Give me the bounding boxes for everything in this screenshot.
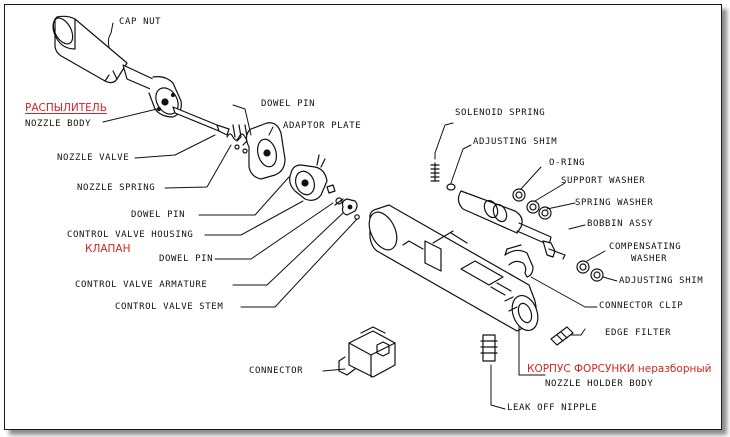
cap-nut-label: CAP NUT (119, 17, 162, 27)
control-valve-armature-label: CONTROL VALVE ARMATURE (75, 280, 208, 290)
adaptor-plate-label: ADAPTOR PLATE (283, 121, 362, 131)
connector-part (338, 326, 396, 378)
adjusting-shim-2-label: ADJUSTING SHIM (619, 276, 704, 286)
control-valve-stem-label: CONTROL VALVE STEM (115, 302, 224, 312)
adjusting-shim-part (446, 183, 456, 191)
spring-washer-part (538, 206, 552, 220)
edge-filter-part (550, 326, 574, 346)
bobbin-assy-label: BOBBIN ASSY (587, 219, 654, 229)
nozzle-holder-body-label: NOZZLE HOLDER BODY (545, 379, 654, 389)
nozzle-valve-part (172, 106, 230, 136)
o-ring-label: O-RING (549, 158, 586, 168)
connector-label: CONNECTOR (249, 366, 304, 376)
control-valve-housing-label: CONTROL VALVE HOUSING (67, 230, 194, 240)
nozzle-valve-label: NOZZLE VALVE (57, 153, 130, 163)
connector-clip-part (504, 244, 534, 278)
cap-nut-part (52, 15, 128, 84)
leak-off-nipple-label: LEAK OFF NIPPLE (507, 403, 598, 413)
support-washer-part (526, 200, 540, 214)
leak-off-nipple-part (480, 334, 498, 362)
compensating-washer-label-2: WASHER (631, 254, 668, 264)
bobbin-assy-part (457, 190, 566, 260)
nozzle-spring-label: NOZZLE SPRING (77, 183, 156, 193)
compensating-washer-part (576, 260, 590, 274)
injector-body-annotation: КОРПУС ФОРСУНКИ неразборный (527, 363, 712, 375)
solenoid-spring-part (430, 162, 440, 182)
nozzle-body-label: NOZZLE BODY (25, 119, 92, 129)
dowel-pin-1-label: DOWEL PIN (261, 99, 316, 109)
valve-annotation: КЛАПАН (85, 243, 131, 255)
exploded-view-drawing (52, 15, 618, 410)
spring-washer-label: SPRING WASHER (575, 198, 654, 208)
solenoid-spring-label: SOLENOID SPRING (455, 108, 546, 118)
nozzle-holder-body-part (368, 204, 539, 332)
edge-filter-label: EDGE FILTER (605, 328, 672, 338)
connector-clip-label: CONNECTOR CLIP (599, 301, 684, 311)
dowel-pin-3-label: DOWEL PIN (159, 254, 214, 264)
adjusting-shim-1-label: ADJUSTING SHIM (473, 137, 558, 147)
adaptor-plate-part (234, 122, 286, 180)
control-valve-housing-part (289, 154, 336, 201)
dowel-pin-2-label: DOWEL PIN (131, 210, 186, 220)
sprayer-annotation: РАСПЫЛИТЕЛЬ (25, 102, 107, 114)
control-valve-armature-part (334, 197, 360, 220)
support-washer-label: SUPPORT WASHER (561, 176, 646, 186)
diagram-frame: CAP NUT NOZZLE BODY NOZZLE VALVE NOZZLE … (4, 4, 722, 430)
o-ring-part (512, 188, 526, 202)
adjusting-shim-2-part (590, 268, 604, 282)
leader-lines (102, 22, 618, 410)
compensating-washer-label-1: COMPENSATING (609, 242, 682, 252)
